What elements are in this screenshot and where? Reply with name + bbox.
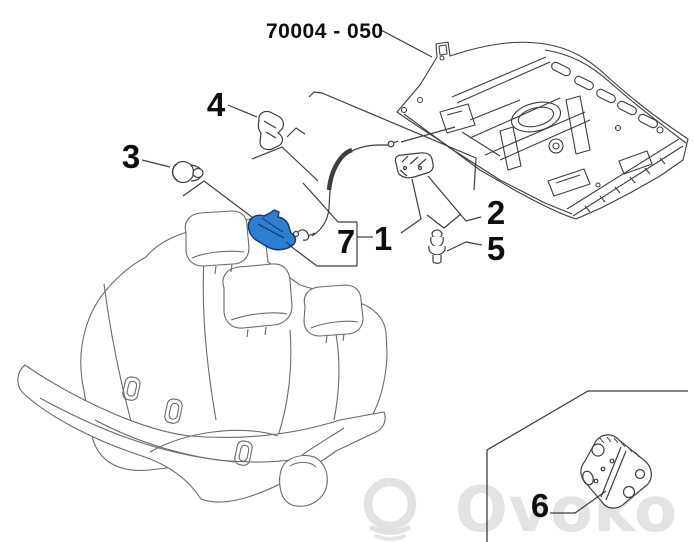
leader-tick — [286, 127, 306, 138]
leader-long-diagonal — [308, 91, 477, 191]
callout-bracket-7-1 — [317, 221, 358, 267]
callout-label-6: 6 — [531, 487, 549, 524]
inset-region — [486, 390, 688, 542]
leader-callout-5 — [446, 241, 483, 252]
callout-label-1: 1 — [374, 220, 392, 257]
leader-callout-4 — [227, 104, 258, 118]
leader-part-code — [378, 28, 433, 58]
leader-callout-6 — [550, 490, 607, 514]
leader-callout-3 — [141, 159, 171, 168]
handle-body — [247, 209, 297, 251]
part-code-label: 70004 - 050 — [266, 20, 384, 43]
inset-boundary — [486, 390, 688, 542]
rear-seat-drawing — [17, 210, 388, 507]
callout-label-4: 4 — [207, 86, 226, 123]
leader-latch-down — [400, 178, 422, 234]
watermark-logo-underline — [369, 525, 411, 535]
grommet-part-3 — [171, 160, 204, 184]
callout-label-5: 5 — [487, 230, 505, 267]
callout-label-3: 3 — [122, 138, 140, 175]
leader-screw-vee — [426, 213, 462, 229]
cable-sheath — [326, 147, 353, 191]
callout-labels: 70004 - 050 1 2 3 4 5 6 7 — [122, 20, 549, 524]
bracket-diagonal-to-cable — [302, 182, 339, 223]
watermark-logo-ring — [363, 477, 417, 531]
callout-label-7: 7 — [337, 223, 355, 260]
bracket-plate-part-6 — [580, 434, 652, 509]
leader-clip-to-cable — [251, 146, 319, 182]
clip-part-4 — [257, 110, 284, 151]
parcel-shelf-drawing — [396, 41, 689, 220]
screw-part-5 — [428, 229, 446, 264]
handle-detail-lines — [257, 217, 293, 248]
latch-part-2 — [394, 152, 434, 179]
watermark-logo-underline-2 — [374, 534, 406, 541]
leader-callout-2 — [427, 175, 482, 222]
callout-label-2: 2 — [487, 194, 505, 231]
leader-latch-to-shelf — [400, 126, 456, 143]
release-cable — [292, 140, 399, 241]
plate-hatch-edge — [599, 436, 640, 458]
handle-part-7-highlighted — [247, 209, 297, 251]
